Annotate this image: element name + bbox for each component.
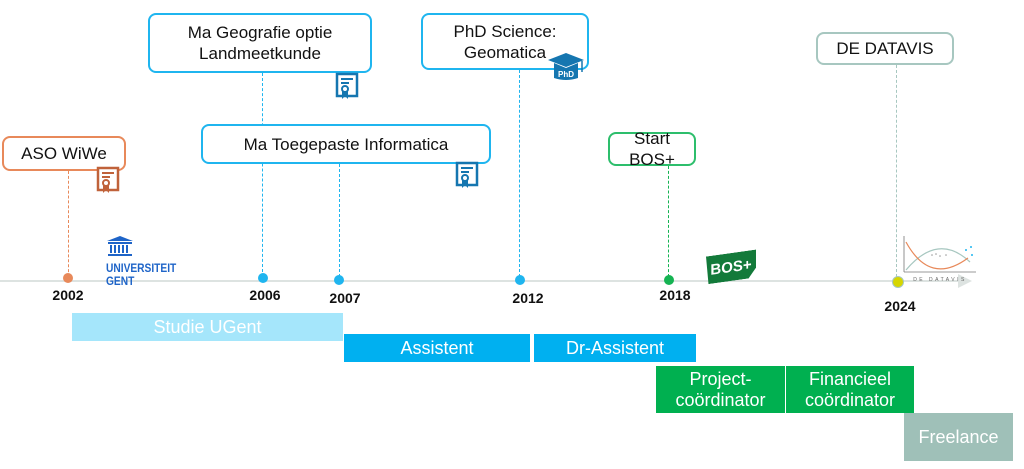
period-bar-dr-assistent: Dr-Assistent	[534, 334, 696, 362]
axis-arrow	[958, 274, 972, 288]
connector-2002	[68, 171, 69, 277]
connector-2018	[668, 166, 669, 277]
milestone-dot-2012	[515, 275, 525, 285]
milestone-dot-2024	[892, 276, 904, 288]
event-box-ma-informatica: Ma Toegepaste Informatica	[201, 124, 491, 164]
ugent-logo: UNIVERSITEIT GENT	[106, 235, 189, 288]
certificate-icon	[455, 161, 479, 188]
event-box-ma-geografie: Ma Geografie optie Landmeetkunde	[148, 13, 372, 73]
milestone-dot-2007	[334, 275, 344, 285]
milestone-dot-2006	[258, 273, 268, 283]
period-bar-assistent: Assistent	[344, 334, 530, 362]
year-label: 2006	[249, 287, 281, 303]
year-label: 2018	[659, 287, 691, 303]
certificate-icon	[335, 72, 359, 99]
period-bar-financieel-coordinator: Financieel coördinator	[786, 366, 914, 413]
bos-logo-text: BOS+	[710, 255, 752, 279]
ugent-logo-line1: UNIVERSITEIT	[106, 261, 177, 275]
period-bar-studie-ugent: Studie UGent	[72, 313, 343, 341]
year-label: 2024	[884, 298, 916, 314]
year-label: 2012	[512, 290, 544, 306]
university-building-icon	[107, 236, 133, 256]
connector-2007	[339, 164, 340, 277]
graduation-cap-icon: PhD	[548, 53, 584, 80]
milestone-dot-2018	[664, 275, 674, 285]
phd-badge-text: PhD	[558, 70, 574, 79]
connector-2012	[519, 70, 520, 277]
event-box-aso: ASO WiWe	[2, 136, 126, 171]
certificate-icon	[96, 166, 120, 193]
event-box-bos: Start BOS+	[608, 129, 696, 169]
ugent-logo-line2: GENT	[106, 274, 135, 288]
connector-2006	[262, 73, 263, 277]
period-bar-projectcoordinator: Project- coördinator	[656, 366, 785, 413]
year-label: 2007	[329, 290, 361, 306]
period-bar-freelance: Freelance	[904, 413, 1013, 461]
datavis-logo-text: DE DATAVIS	[913, 277, 967, 283]
datavis-logo: DE DATAVIS	[903, 236, 976, 283]
year-label: 2002	[52, 287, 84, 303]
connector-2024	[896, 65, 897, 277]
event-box-datavis: DE DATAVIS	[816, 32, 954, 65]
milestone-dot-2002	[63, 273, 73, 283]
timeline-axis	[0, 280, 962, 282]
